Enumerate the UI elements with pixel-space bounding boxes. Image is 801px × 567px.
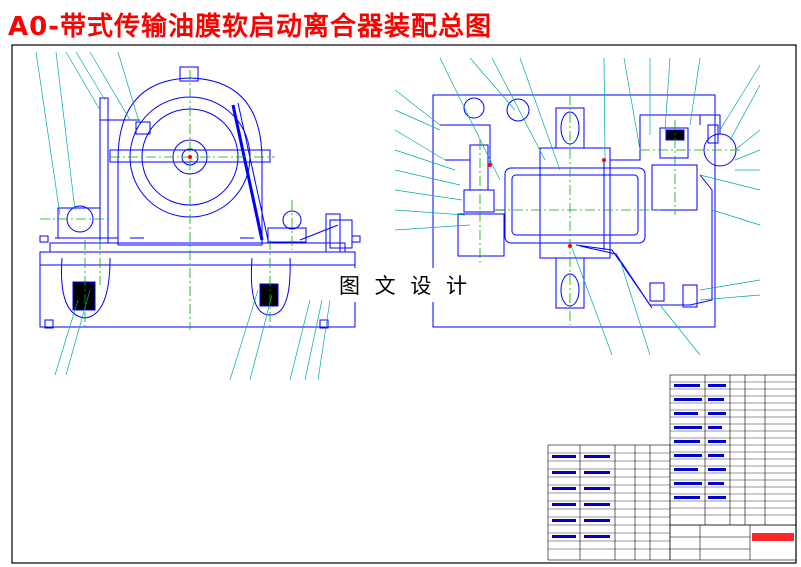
watermark: 图 文 设 计: [330, 268, 480, 302]
motor-left: [457, 213, 505, 257]
pressure-gauge-left: [463, 97, 485, 119]
bom-text-marks: [552, 384, 726, 538]
bom-rows: [548, 381, 796, 550]
clutch-body: [539, 147, 611, 259]
top-view-leaders: [394, 57, 761, 356]
pump-right: [659, 127, 689, 159]
top-view-centerlines: [479, 95, 740, 325]
front-view-centerlines: [40, 70, 293, 330]
title-block: [669, 524, 797, 561]
sheet-border: [11, 44, 797, 564]
flywheel-center-mark: [188, 155, 192, 159]
drawing-title: A0-带式传输油膜软启动离合器装配总图: [8, 12, 493, 42]
left-motor: [57, 207, 101, 239]
front-view: [39, 66, 361, 329]
front-view-leaders: [35, 51, 331, 381]
pump-left: [463, 189, 495, 213]
pressure-gauge-top: [506, 98, 530, 122]
joint-marks: [488, 158, 606, 248]
bill-of-materials: [547, 374, 797, 561]
motor-right: [651, 164, 698, 211]
title-block-stamp: [752, 533, 794, 541]
